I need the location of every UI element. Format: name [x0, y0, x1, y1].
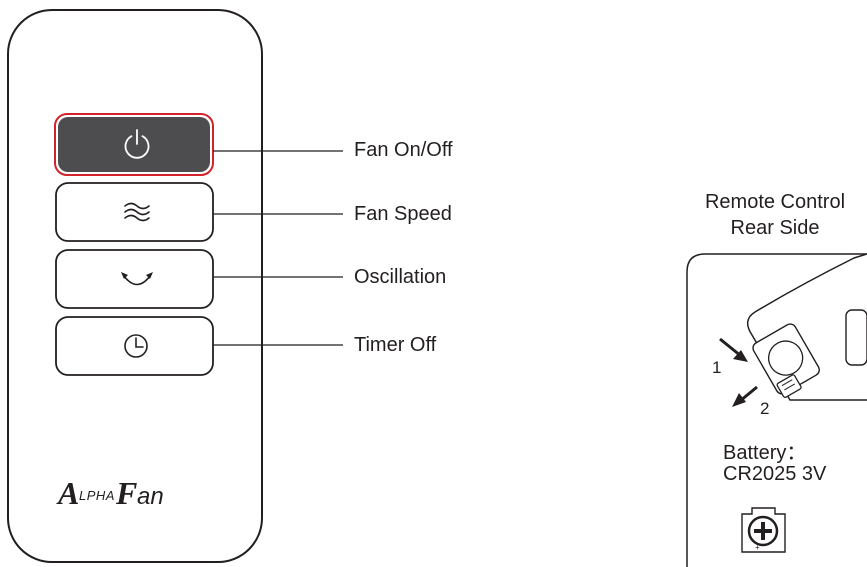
svg-text:an: an [137, 483, 164, 510]
alphafan-logo: A LPHA F an [56, 475, 164, 511]
rear-window [845, 309, 867, 366]
label-oscillation: Oscillation [354, 266, 447, 288]
rear-title-line1: Remote Control [704, 191, 846, 213]
arrow-push-icon [719, 337, 748, 362]
battery-plus-mark: + [755, 543, 760, 552]
timer-button[interactable] [55, 316, 214, 376]
wind-waves-icon [124, 202, 150, 222]
battery-model: CR2025 3V [723, 463, 827, 485]
battery-compartment [752, 323, 820, 398]
step-2-label: 2 [760, 399, 770, 418]
oscillation-arrows-icon [121, 272, 153, 286]
battery-symbol [741, 507, 786, 553]
svg-text:LPHA: LPHA [79, 488, 115, 503]
label-fan-speed: Fan Speed [354, 203, 452, 225]
battery-label: Battery： [723, 442, 807, 464]
rear-panel [686, 253, 867, 567]
arrow-slide-icon [732, 385, 758, 407]
rear-title-line2: Rear Side [730, 217, 820, 239]
label-fan-on-off: Fan On/Off [354, 139, 453, 161]
svg-text:A: A [56, 475, 79, 511]
oscillation-button[interactable] [55, 249, 214, 309]
step-1-label: 1 [712, 358, 722, 377]
svg-text:F: F [115, 475, 137, 511]
fan-speed-button[interactable] [55, 182, 214, 242]
power-button[interactable] [54, 113, 214, 176]
power-icon [124, 129, 150, 159]
label-timer-off: Timer Off [354, 334, 437, 356]
clock-icon [124, 334, 148, 358]
